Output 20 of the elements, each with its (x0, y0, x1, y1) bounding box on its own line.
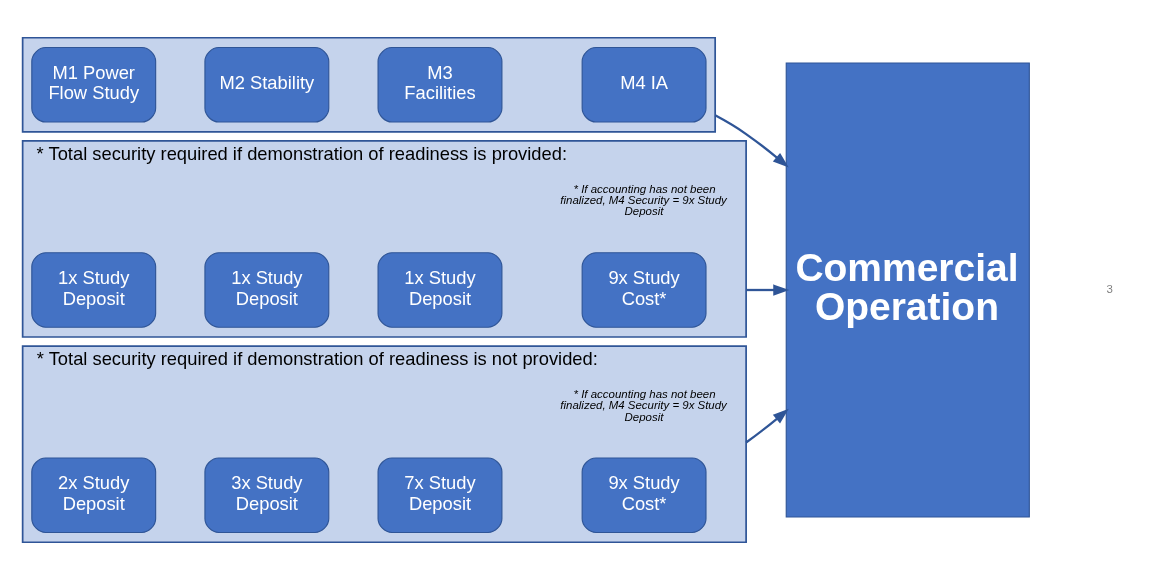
node-box: 1x Study Deposit (377, 252, 503, 328)
label: 3 (1106, 282, 1113, 295)
arrow (714, 114, 789, 168)
node-box: 9x Study Cost* (581, 457, 707, 534)
node-box: M2 Stability (204, 46, 330, 123)
node-box: M4 IA (581, 46, 707, 123)
cluster (21, 36, 716, 133)
node-label: * If accounting has not been finalized, M4 Security = 9x Study Deposit (560, 182, 727, 218)
node-box: 9x Study Cost* (581, 252, 707, 328)
node-box: 2x Study Deposit (31, 457, 157, 534)
node-box: 1x Study Deposit (31, 252, 157, 328)
node-label: * If accounting has not been finalized, M4 Security = 9x Study Deposit (560, 387, 727, 423)
arrow (745, 408, 789, 444)
node-box: Commercial Operation (785, 62, 1030, 518)
arrow (746, 284, 790, 296)
node-box: M3 Facilities (377, 46, 503, 123)
node-box: 3x Study Deposit (204, 457, 330, 534)
node-box: 7x Study Deposit (377, 457, 503, 534)
node-box: M1 Power Flow Study (31, 46, 157, 123)
node-box: 1x Study Deposit (204, 252, 330, 328)
